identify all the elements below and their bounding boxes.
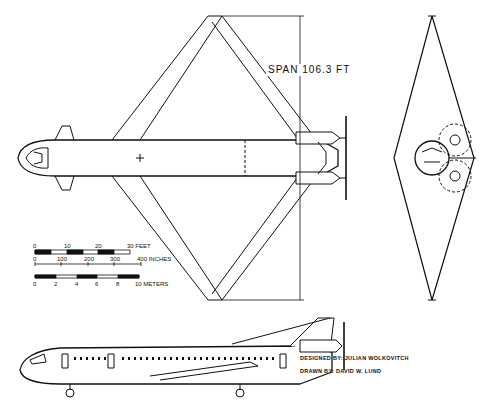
engine-nacelle — [300, 340, 342, 352]
scale-bars — [35, 250, 141, 278]
engine — [450, 171, 460, 181]
windshield — [422, 148, 442, 162]
scale-unit: 10 METERS — [135, 281, 168, 287]
side-view — [20, 318, 344, 397]
window — [248, 357, 250, 360]
centerline-mark — [136, 158, 144, 159]
propeller-disc — [439, 124, 471, 156]
feet-bar — [35, 250, 130, 254]
scale-number: 4 — [75, 281, 78, 287]
window — [170, 357, 172, 360]
window — [230, 357, 232, 360]
window — [152, 357, 154, 360]
cockpit — [26, 148, 48, 168]
engine — [450, 135, 460, 145]
engine-nacelle — [296, 132, 340, 184]
fin — [318, 142, 326, 174]
feet-bar-fill — [35, 250, 114, 254]
meters-bar — [35, 275, 139, 278]
window — [200, 357, 202, 360]
window — [182, 357, 184, 360]
scale-number: 8 — [116, 281, 119, 287]
window — [242, 357, 244, 360]
window — [194, 357, 196, 360]
door — [108, 354, 114, 368]
spinner — [340, 138, 346, 178]
window — [164, 357, 166, 360]
top-view — [18, 16, 346, 300]
window — [104, 357, 106, 360]
window — [128, 357, 130, 360]
main-wheel — [236, 389, 244, 397]
window — [134, 357, 136, 360]
scale-number: 0 — [33, 243, 36, 249]
scale-unit: 30 FEET — [127, 243, 151, 249]
scale-number: 6 — [95, 281, 98, 287]
wing-box — [245, 140, 246, 176]
front-wing — [112, 176, 222, 300]
designer-credit: DESIGNED BY: JULIAN WOLKOVITCH — [300, 356, 409, 362]
drafter-credit: DRAWN BY: DAVID W. LUND — [300, 369, 381, 375]
cockpit-window — [30, 354, 46, 364]
scale-number: 100 — [57, 256, 67, 262]
propeller — [343, 322, 345, 370]
fuselage — [20, 346, 332, 384]
window — [146, 357, 148, 360]
window — [80, 357, 82, 360]
front-view — [394, 16, 476, 300]
canard — [55, 126, 74, 190]
window — [122, 357, 124, 360]
window-row — [74, 357, 274, 360]
gear-strut — [70, 384, 240, 390]
window — [266, 357, 268, 360]
scale-number: 20 — [95, 243, 102, 249]
window — [224, 357, 226, 360]
fin — [449, 158, 476, 159]
window — [158, 357, 160, 360]
window — [206, 357, 208, 360]
window — [272, 357, 274, 360]
window — [176, 357, 178, 360]
window — [188, 357, 190, 360]
window — [236, 357, 238, 360]
window — [98, 357, 100, 360]
door — [280, 354, 286, 368]
scale-number: 200 — [84, 256, 94, 262]
dimension-label: SPAN 106.3 FT — [266, 64, 352, 76]
inches-bar — [35, 262, 141, 266]
span-dimension — [222, 16, 304, 300]
fuselage — [18, 140, 338, 176]
door — [62, 354, 68, 368]
window — [86, 357, 88, 360]
scale-number: 0 — [33, 256, 36, 262]
nose-wheel — [66, 389, 74, 397]
front-wing — [112, 16, 222, 140]
window — [74, 357, 76, 360]
scale-unit: 400 INCHES — [137, 256, 171, 262]
window — [92, 357, 94, 360]
fuselage-section — [415, 141, 449, 175]
front-wing — [150, 362, 258, 380]
meters-bar-fill — [35, 275, 139, 278]
propeller-disc — [439, 160, 471, 192]
propeller — [345, 116, 347, 200]
window — [254, 357, 256, 360]
window — [212, 357, 214, 360]
scale-number: 2 — [54, 281, 57, 287]
window — [260, 357, 262, 360]
rear-wing — [212, 174, 318, 300]
scale-number: 300 — [110, 256, 120, 262]
rear-wing — [212, 16, 318, 142]
cockpit-window — [34, 152, 42, 164]
scale-number: 10 — [64, 243, 71, 249]
window — [218, 357, 220, 360]
scale-number: 0 — [33, 281, 36, 287]
window — [140, 357, 142, 360]
